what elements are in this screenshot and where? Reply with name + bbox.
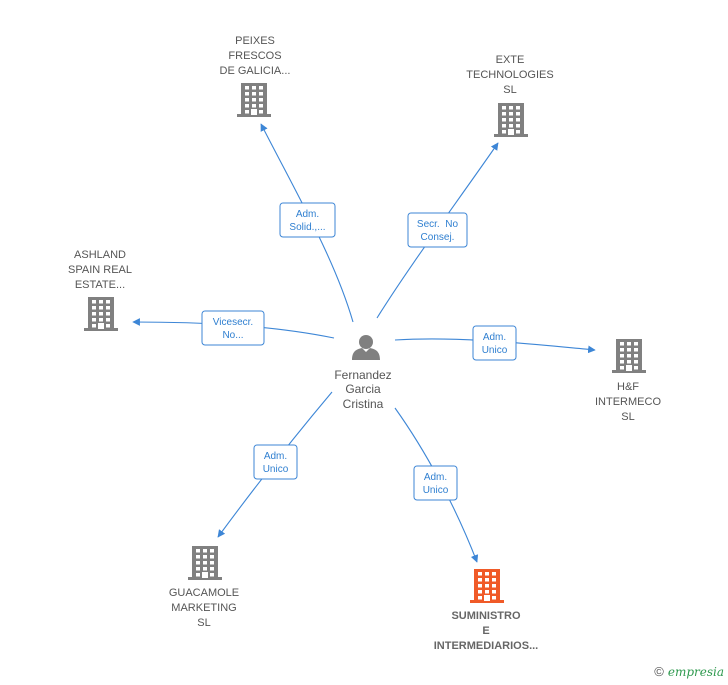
edge-label-hf[interactable]: Adm. Unico (472, 325, 517, 361)
building-icon (612, 339, 646, 373)
edge-label-peixes[interactable]: Adm. Solid.,... (279, 202, 336, 238)
center-name-line: Cristina (343, 397, 384, 411)
node-label-line: FRESCOS (228, 50, 281, 62)
company-node-suministro[interactable]: SUMINISTRO E INTERMEDIARIOS... (434, 569, 539, 652)
node-label-line: TECHNOLOGIES (466, 69, 553, 81)
building-icon (188, 546, 222, 580)
edge-label-line: Unico (482, 345, 508, 356)
edge-labels: Adm. Solid.,... Secr. No Consej. Vicesec… (201, 202, 517, 501)
footer-brand: © empresia (654, 664, 724, 679)
building-icon (470, 569, 504, 603)
edge-label-line: Vicesecr. (213, 317, 253, 328)
node-label-line: E (482, 625, 489, 637)
edge-label-line: Unico (263, 464, 289, 475)
edge-label-suministro[interactable]: Adm. Unico (413, 465, 458, 501)
node-label-line: PEIXES (235, 35, 275, 47)
center-name-line: Fernandez (334, 368, 391, 382)
node-label-line: GUACAMOLE (169, 587, 239, 599)
node-label-line: ASHLAND (74, 249, 126, 261)
edge-label-line: Secr. No (417, 219, 459, 230)
node-label-line: SUMINISTRO (451, 610, 521, 622)
node-label-line: SL (197, 617, 210, 629)
edge-label-line: Adm. (483, 332, 506, 343)
edge-label-line: Solid.,... (289, 222, 325, 233)
company-node-hf[interactable]: H&F INTERMECO SL (595, 339, 661, 423)
edge-label-line: Adm. (264, 451, 287, 462)
node-label-line: H&F (617, 381, 639, 393)
copyright-symbol: © (654, 664, 664, 679)
node-label-line: SPAIN REAL (68, 264, 132, 276)
edge-label-line: Unico (423, 485, 449, 496)
node-label-line: ESTATE... (75, 279, 125, 291)
node-label-line: SL (621, 411, 634, 423)
brand-logo: empresia (667, 664, 724, 679)
person-icon (352, 335, 380, 360)
edge-label-line: Adm. (296, 209, 319, 220)
edge-label-exte[interactable]: Secr. No Consej. (407, 212, 468, 248)
building-icon (84, 297, 118, 331)
node-label-line: DE GALICIA... (220, 65, 291, 77)
edge-label-line: Consej. (421, 232, 455, 243)
company-node-ashland[interactable]: ASHLAND SPAIN REAL ESTATE... (68, 249, 132, 331)
edge-label-line: No... (222, 330, 243, 341)
center-person-node[interactable]: Fernandez Garcia Cristina (334, 335, 392, 411)
company-node-peixes[interactable]: PEIXES FRESCOS DE GALICIA... (220, 35, 291, 117)
building-icon (237, 83, 271, 117)
node-label-line: EXTE (496, 54, 525, 66)
edge-label-guacamole[interactable]: Adm. Unico (253, 444, 298, 480)
company-node-guacamole[interactable]: GUACAMOLE MARKETING SL (169, 546, 239, 629)
edge-label-ashland[interactable]: Vicesecr. No... (201, 310, 265, 346)
node-label-line: MARKETING (171, 602, 236, 614)
building-icon (494, 103, 528, 137)
node-label-line: INTERMECO (595, 396, 661, 408)
node-label-line: INTERMEDIARIOS... (434, 640, 539, 652)
node-label-line: SL (503, 84, 516, 96)
company-node-exte[interactable]: EXTE TECHNOLOGIES SL (466, 54, 554, 137)
center-name-line: Garcia (345, 382, 381, 396)
edge-label-line: Adm. (424, 472, 447, 483)
